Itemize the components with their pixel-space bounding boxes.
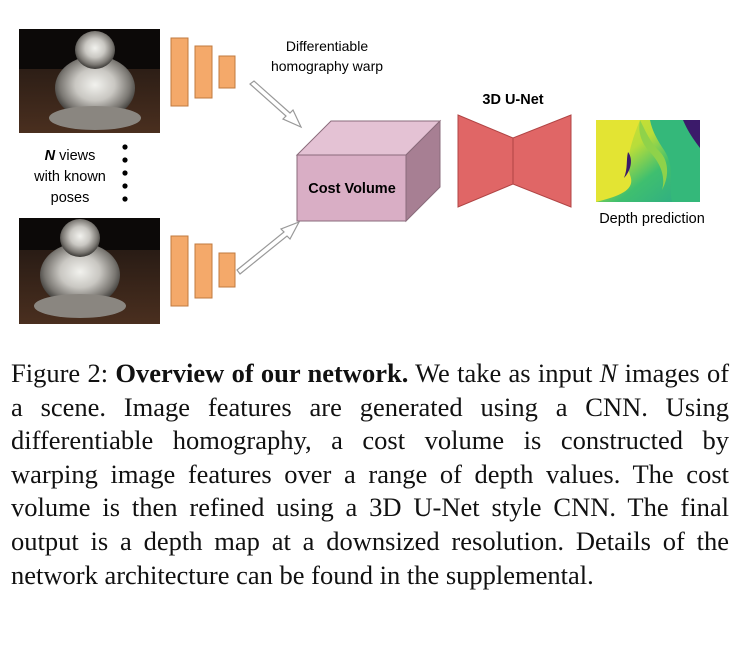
warp-arrow-bottom bbox=[236, 220, 301, 275]
feature-map bbox=[218, 252, 236, 288]
caption-text-1: We take as input bbox=[415, 358, 593, 388]
network-overview-figure: N views with known poses Differentiable … bbox=[19, 29, 705, 324]
feature-map bbox=[170, 235, 189, 307]
feature-map bbox=[218, 55, 236, 89]
caption-title: Overview of our network. bbox=[115, 358, 409, 388]
warp-label-line1: Differentiable bbox=[286, 38, 368, 54]
unet-label: 3D U-Net bbox=[482, 92, 543, 108]
cost-volume-cube bbox=[295, 119, 442, 223]
depth-prediction-label: Depth prediction bbox=[599, 211, 705, 227]
views-label-line1: N views bbox=[45, 148, 96, 164]
views-label-line3: poses bbox=[51, 190, 90, 206]
figure-caption: Figure 2: Overview of our network. We ta… bbox=[11, 357, 729, 592]
input-image-top bbox=[19, 29, 160, 133]
feature-maps-bottom bbox=[170, 235, 236, 307]
views-label-line2: with known bbox=[33, 169, 106, 185]
cost-volume-label: Cost Volume bbox=[308, 181, 396, 197]
input-image-bottom bbox=[19, 218, 160, 324]
unet-shape bbox=[457, 114, 572, 208]
warp-label-line2: homography warp bbox=[271, 58, 383, 74]
feature-maps-top bbox=[170, 37, 236, 107]
feature-map bbox=[194, 45, 213, 99]
caption-text-2: images of a scene. Image features are ge… bbox=[11, 358, 730, 590]
figure-number: Figure 2: bbox=[11, 358, 109, 388]
feature-map bbox=[194, 243, 213, 299]
depth-prediction-map bbox=[596, 120, 700, 202]
caption-math-n: N bbox=[599, 358, 618, 388]
ellipsis-dots bbox=[122, 144, 128, 202]
warp-arrow-top bbox=[249, 80, 303, 129]
feature-map bbox=[170, 37, 189, 107]
